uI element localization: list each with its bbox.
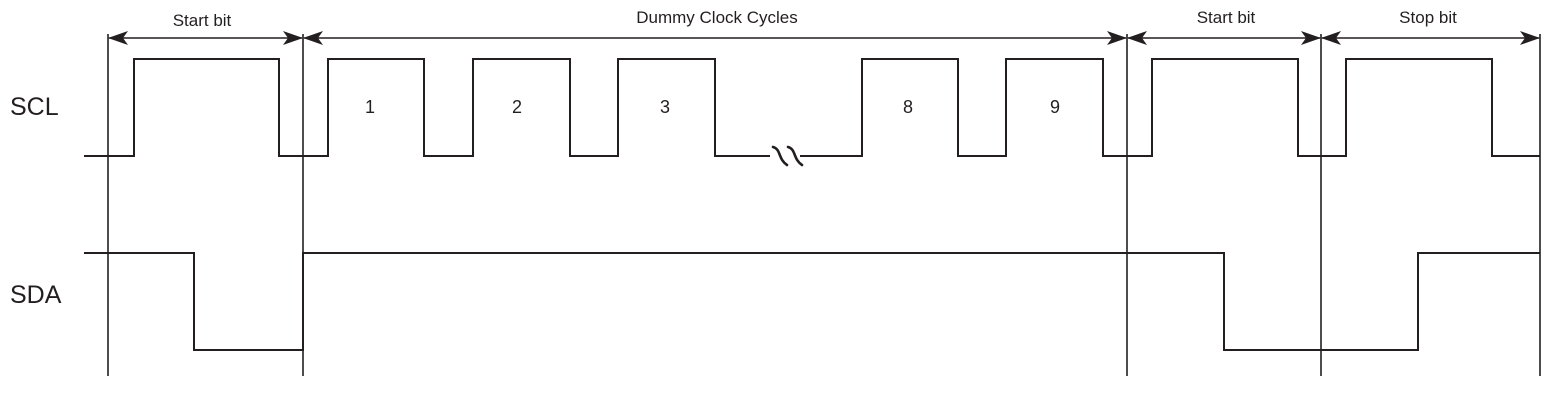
scl-waveform-continued: [800, 58, 1540, 157]
sda-waveform: [84, 252, 1540, 351]
pulse-label: 9: [1050, 97, 1060, 117]
pulse-label: 8: [903, 97, 913, 117]
break-mark: [771, 145, 789, 167]
dummy-cycles-label: Dummy Clock Cycles: [636, 8, 798, 27]
start-bit-1-label: Start bit: [173, 11, 232, 30]
pulse-label: 3: [660, 97, 670, 117]
start-bit-2-label: Start bit: [1197, 8, 1256, 27]
break-mark: [786, 145, 804, 167]
sda-label: SDA: [10, 281, 62, 309]
scl-waveform: [84, 58, 770, 157]
stop-bit-label: Stop bit: [1399, 8, 1457, 27]
pulse-label: 1: [365, 97, 375, 117]
boundary-lines: [107, 34, 1541, 376]
break-symbol: [771, 145, 804, 167]
scl-label: SCL: [10, 93, 59, 121]
pulse-label: 2: [512, 97, 522, 117]
